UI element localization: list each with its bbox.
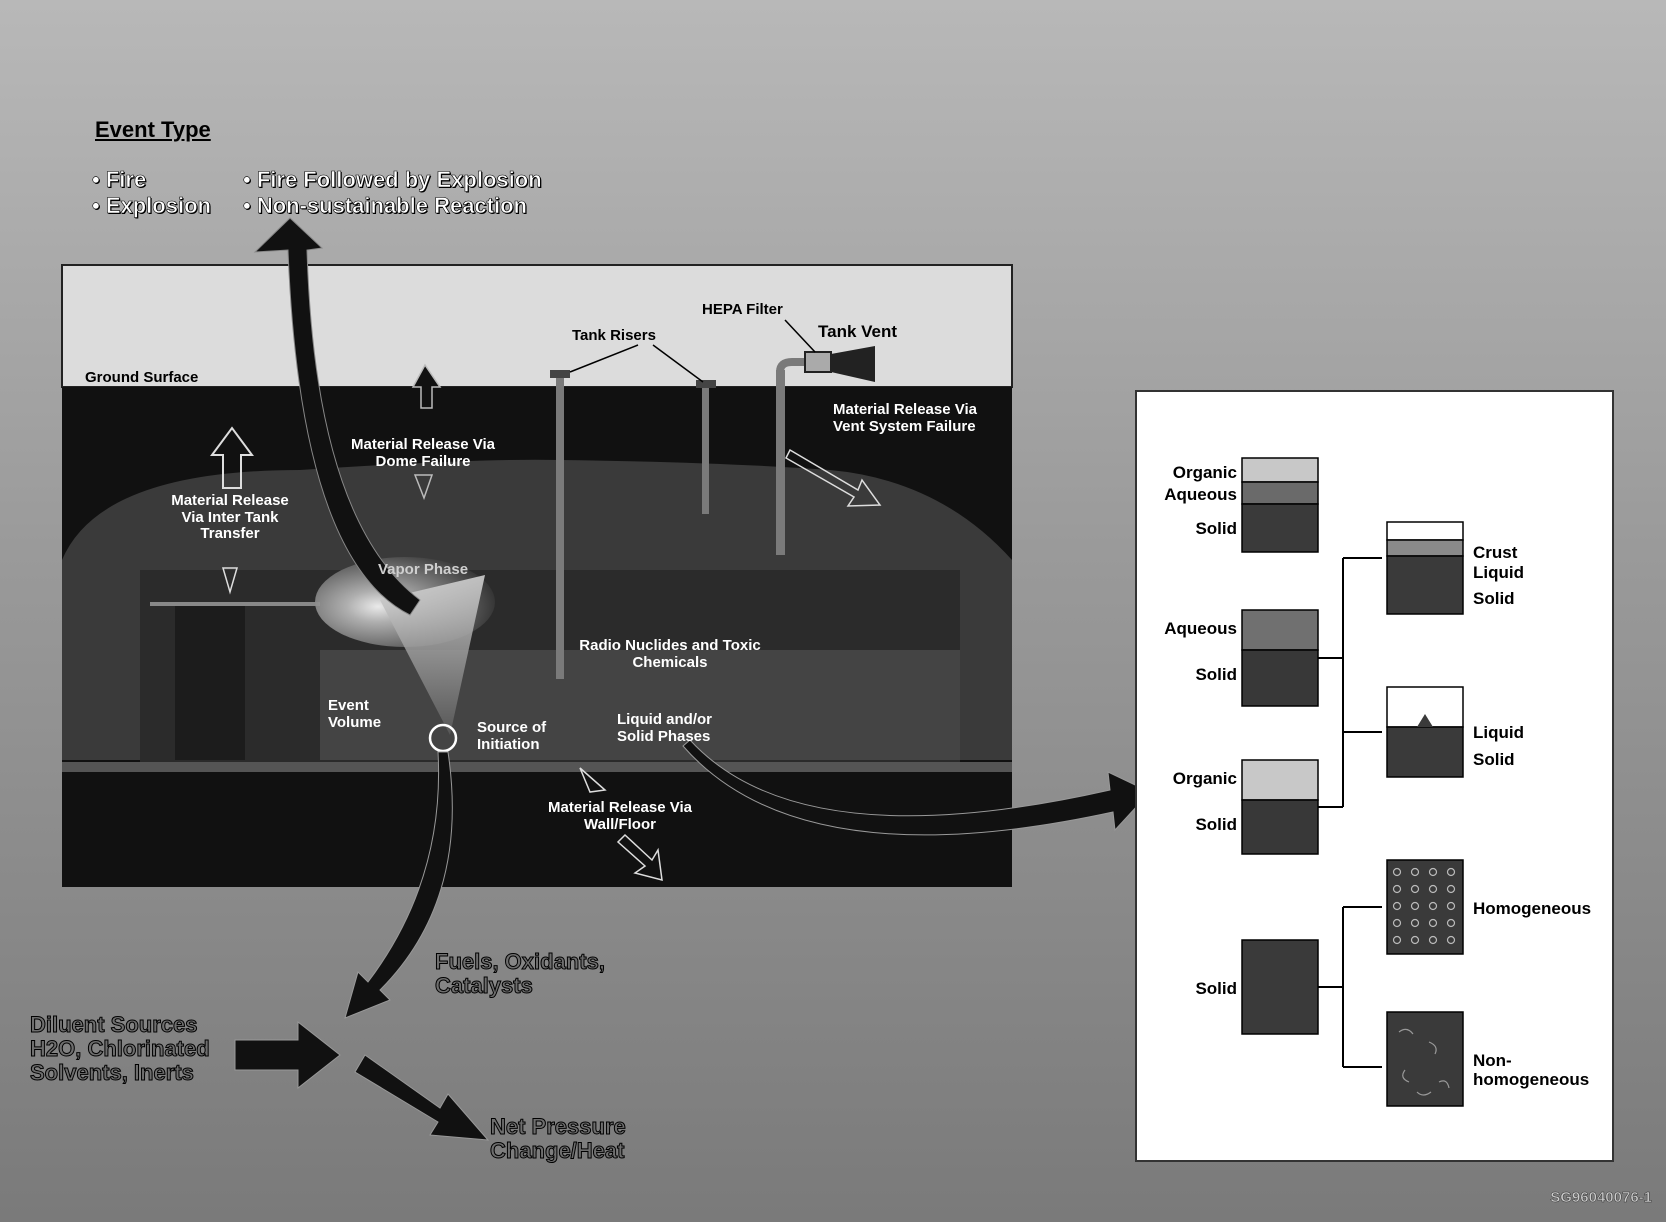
wall-floor-release-label: Material Release Via Wall/Floor <box>548 799 692 833</box>
phase-liquid-a: Liquid <box>1473 563 1524 582</box>
source-circle <box>428 723 458 753</box>
phase-crust: Crust <box>1473 543 1518 562</box>
phase-solid-a: Solid <box>1473 589 1515 608</box>
event-type-fire: • Fire <box>92 167 147 192</box>
inter-tank-arrow <box>210 426 254 489</box>
net-pressure-label: Net Pressure Change/Heat <box>490 1114 627 1164</box>
homogeneous-dots <box>1392 867 1456 945</box>
source-of-initiation-label: Source of Initiation <box>477 719 547 753</box>
phase-panel: Organic Aqueous Solid Aqueous Solid Orga… <box>1135 390 1614 1162</box>
phase-aqueous-mid: Aqueous <box>1164 619 1237 638</box>
phases-to-panel-arrow <box>682 739 1151 836</box>
homogeneous-dot <box>1410 935 1420 945</box>
homogeneous-dot <box>1428 935 1438 945</box>
inter-tank-release-label: Material Release Via Inter Tank Transfer <box>171 492 289 542</box>
hepa-filter-label: HEPA Filter <box>702 301 783 318</box>
homogeneous-dot <box>1428 918 1438 928</box>
homogeneous-dot <box>1428 867 1438 877</box>
phase-solid-top: Solid <box>1195 519 1237 538</box>
event-up-arrow <box>253 217 421 616</box>
diluent-label: Diluent Sources H2O, Chlorinated Solvent… <box>30 1012 211 1086</box>
dome-release-label: Material Release Via Dome Failure <box>351 436 495 470</box>
vent-release-arrow <box>785 448 882 507</box>
phase-liquid-b: Liquid <box>1473 723 1524 742</box>
event-non-sustainable-text: Non-sustainable Reaction <box>256 193 528 218</box>
figure-id: SG96040076-1 <box>1550 1188 1652 1206</box>
wall-floor-arrow <box>616 833 663 882</box>
hepa-filter-box <box>804 351 832 373</box>
homogeneous-dot <box>1410 901 1420 911</box>
adjacent-tank <box>175 605 245 760</box>
event-type-explosion: • Explosion <box>92 193 212 218</box>
event-cone <box>380 575 485 735</box>
phase-solid-low: Solid <box>1195 815 1237 834</box>
phase-organic-low: Organic <box>1172 769 1237 788</box>
radio-nuclides-label: Radio Nuclides and Toxic Chemicals <box>579 637 761 671</box>
homogeneous-dot <box>1446 867 1456 877</box>
phase-solid-mid: Solid <box>1195 665 1237 684</box>
phase-aqueous-top: Aqueous <box>1164 485 1237 504</box>
homogeneous-dot <box>1446 935 1456 945</box>
homogeneous-dot <box>1392 901 1402 911</box>
phase-solid-bottom: Solid <box>1195 979 1237 998</box>
homogeneous-dot <box>1428 901 1438 911</box>
vent-pipe <box>776 370 785 555</box>
event-explosion-text: Explosion <box>105 193 212 218</box>
event-type-fire-explosion: • Fire Followed by Explosion <box>243 167 542 192</box>
phase-homogeneous: Homogeneous <box>1473 899 1592 918</box>
phase-organic-top: Organic <box>1172 463 1237 482</box>
vent-release-label: Material Release Via Vent System Failure <box>833 401 977 435</box>
homogeneous-dot <box>1428 884 1438 894</box>
tank-floor <box>62 762 1012 772</box>
homogeneous-dot <box>1410 884 1420 894</box>
source-down-arrow <box>344 751 453 1019</box>
vapor-phase-label: Vapor Phase <box>378 561 469 578</box>
homogeneous-dot <box>1446 918 1456 928</box>
net-pressure-arrow <box>354 1054 490 1141</box>
diluent-arrow <box>234 1020 341 1090</box>
tank-vent-label: Tank Vent <box>818 322 898 341</box>
event-fire-text: Fire <box>105 167 147 192</box>
tank-risers-label: Tank Risers <box>572 327 656 344</box>
homogeneous-dot <box>1446 901 1456 911</box>
event-type-non-sustainable: • Non-sustainable Reaction <box>243 193 528 218</box>
liquid-solid-phases-label: Liquid and/or Solid Phases <box>617 711 712 745</box>
homogeneous-dot <box>1410 867 1420 877</box>
homogeneous-dot <box>1392 884 1402 894</box>
homogeneous-dot <box>1392 867 1402 877</box>
ground-surface-label: Ground Surface <box>85 369 199 386</box>
phase-solid-b: Solid <box>1473 750 1515 769</box>
tank-riser-2 <box>702 384 709 514</box>
phase-non-homogeneous: Non- homogeneous <box>1473 1051 1590 1089</box>
fuels-label: Fuels, Oxidants, Catalysts <box>435 949 606 999</box>
event-type-heading: Event Type <box>95 117 211 142</box>
homogeneous-dot <box>1392 918 1402 928</box>
homogeneous-dot <box>1410 918 1420 928</box>
tank-vent-cone <box>831 346 875 382</box>
phase-panel-graphics <box>1241 457 1464 1107</box>
event-volume-label: Event Volume <box>328 697 382 731</box>
tank-riser-1 <box>556 374 564 679</box>
homogeneous-dot <box>1392 935 1402 945</box>
event-fire-explosion-text: Fire Followed by Explosion <box>256 167 542 192</box>
homogeneous-dot <box>1446 884 1456 894</box>
dome-release-arrow <box>411 363 442 409</box>
